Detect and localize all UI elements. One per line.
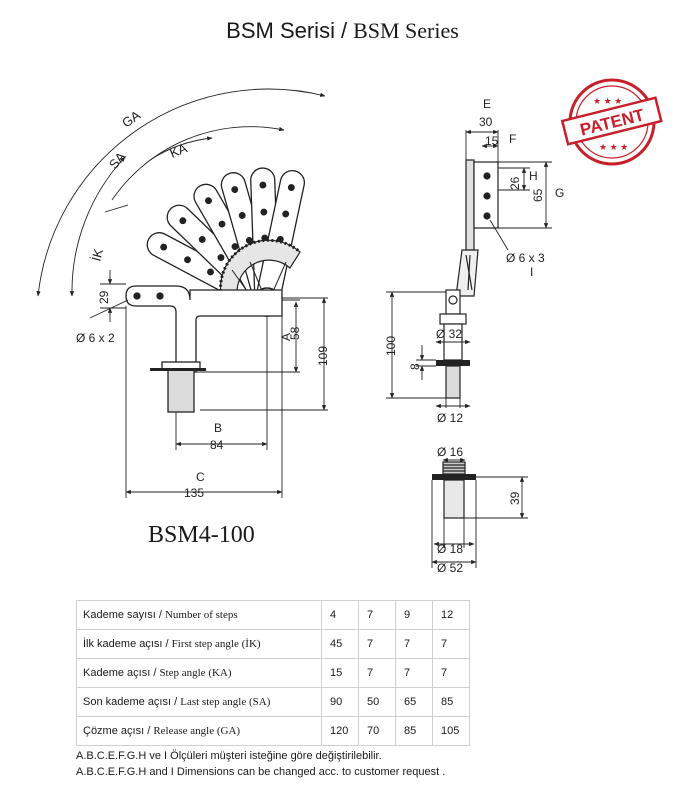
lever-fan [146,167,306,312]
table-row: İlk kademe açısı / First step angle (İK)… [76,629,470,659]
base-dimension-lines [431,457,528,568]
row-label-english: Step angle (KA) [159,667,232,679]
table-cell: 7 [432,629,470,659]
angle-arcs [36,88,326,297]
page-title: BSM Serisi/BSM Series [0,18,685,44]
title-turkish: BSM Serisi [226,18,335,43]
row-label: Kademe açısı / Step angle (KA) [76,658,322,688]
angle-label-ka: KA [168,140,190,161]
row-label-turkish: Son kademe açısı [83,696,172,708]
table-cell: 15 [321,658,359,688]
table-cell: 7 [432,658,470,688]
dim-letter-g: G [555,186,564,200]
dim-26: 26 [508,176,522,190]
table-cell: 7 [358,658,396,688]
row-label-turkish: Kademe sayısı [83,609,156,621]
row-label-english: Number of steps [164,609,238,621]
row-label: Son kademe açısı / Last step angle (SA) [76,687,322,717]
angle-label-ga: GA [119,107,143,130]
dim-100: 100 [384,336,398,356]
row-label-separator: / [162,638,172,650]
table-cell: 90 [321,687,359,717]
dim-8: 8 [408,363,422,370]
dim-18: Ø 18 [437,542,463,556]
table-cell: 50 [358,687,396,717]
dim-58: 58 [288,326,302,340]
table-cell: 70 [358,716,396,746]
table-cell: 7 [395,658,433,688]
row-label: Çözme açısı / Release angle (GA) [76,716,322,746]
front-view [436,159,499,399]
row-label-separator: / [144,725,154,737]
svg-text:★ ★ ★: ★ ★ ★ [599,142,628,152]
note-turkish: A.B.C.E.F.G.H ve I Ölçüleri müşteri iste… [76,750,382,762]
table-cell: 7 [395,629,433,659]
dim-hole-left: Ø 6 x 2 [76,331,115,345]
table-cell: 105 [432,716,470,746]
table-cell: 7 [358,600,396,630]
notes: A.B.C.E.F.G.H ve I Ölçüleri müşteri iste… [76,748,445,780]
angle-label-ik: İK [88,247,106,263]
dim-15: 15 [485,134,499,148]
dim-109: 109 [316,346,330,366]
dim-29: 29 [97,290,111,304]
row-label: İlk kademe açısı / First step angle (İK) [76,629,322,659]
row-label-english: First step angle (İK) [171,638,261,650]
patent-stamp: ★ ★ ★ ★ ★ ★ PATENT [560,78,663,166]
dim-52: Ø 52 [437,561,463,575]
table-cell: 85 [395,716,433,746]
dim-32: Ø 32 [436,327,462,341]
table-cell: 65 [395,687,433,717]
dim-16: Ø 16 [437,445,463,459]
dim-letter-h: H [529,169,538,183]
svg-text:★ ★ ★: ★ ★ ★ [593,96,622,106]
row-label-separator: / [171,696,181,708]
dim-letter-b: B [214,421,222,435]
table-row: Son kademe açısı / Last step angle (SA)9… [76,687,470,717]
row-label-turkish: Kademe açısı [83,667,151,679]
dim-hole-right: Ø 6 x 3 [506,251,545,265]
table-cell: 4 [321,600,359,630]
base-view [432,461,476,519]
row-label-turkish: İlk kademe açısı [83,638,163,650]
side-bracket [125,285,283,413]
table-cell: 12 [432,600,470,630]
row-label-separator: / [150,667,160,679]
dim-39: 39 [508,491,522,505]
technical-drawing: ★ ★ ★ ★ ★ ★ PATENT GA SA KA İK [36,78,663,575]
dim-135: 135 [184,486,204,500]
row-label: Kademe sayısı / Number of steps [76,600,322,630]
table-cell: 45 [321,629,359,659]
model-name: BSM4-100 [148,522,255,548]
row-label-separator: / [155,609,165,621]
table-cell: 7 [358,629,396,659]
note-english: A.B.C.E.F.G.H and I Dimensions can be ch… [76,766,446,778]
row-label-turkish: Çözme açısı [83,725,145,737]
dim-letter-f: F [509,132,516,146]
title-separator: / [340,18,348,43]
row-label-english: Last step angle (SA) [180,696,271,708]
front-dimension-lines [386,129,552,409]
table-cell: 85 [432,687,470,717]
title-english: BSM Series [353,18,459,43]
dim-30: 30 [479,115,493,129]
table-cell: 120 [321,716,359,746]
side-dimension-lines [89,270,328,498]
dim-letter-i: I [530,265,533,279]
dim-65: 65 [531,188,545,202]
row-label-english: Release angle (GA) [153,725,241,737]
dim-letter-a: A [279,333,293,341]
table-cell: 9 [395,600,433,630]
dim-12: Ø 12 [437,411,463,425]
dim-letter-c: C [196,470,205,484]
dim-letter-e: E [483,97,491,111]
dim-84: 84 [210,438,224,452]
